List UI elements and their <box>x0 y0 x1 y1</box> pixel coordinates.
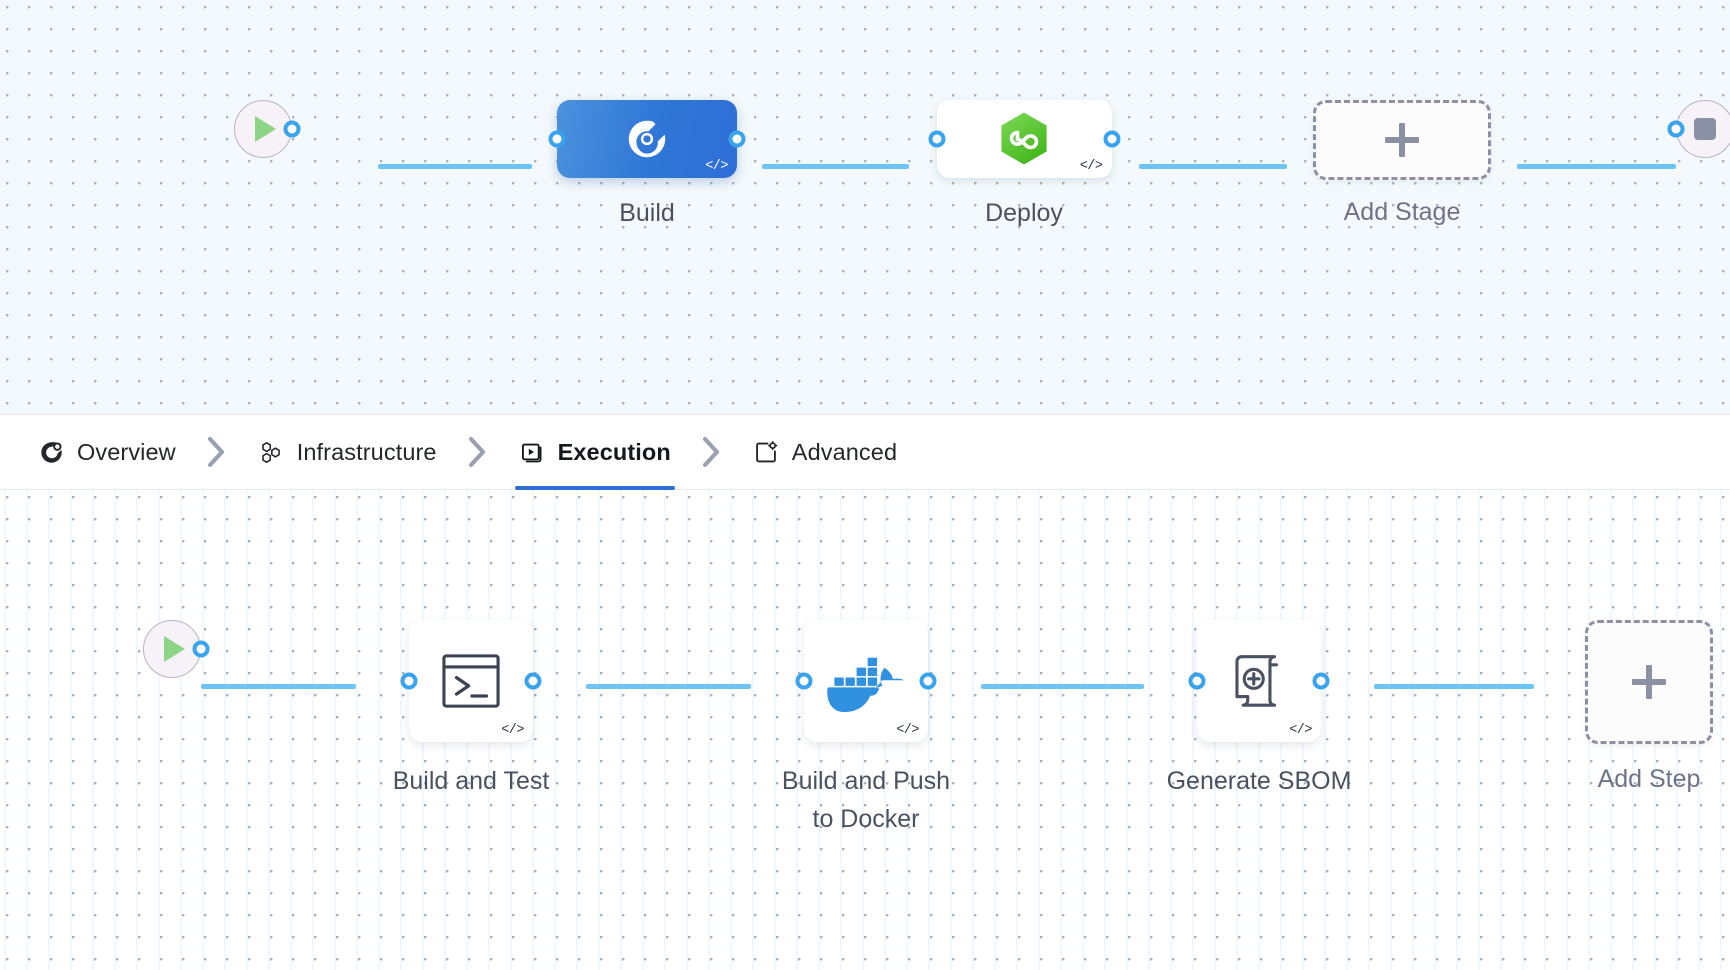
tab-separator <box>675 415 749 490</box>
docker-icon <box>826 650 906 712</box>
stages-end-node[interactable] <box>1667 100 1730 158</box>
add-stage-node-wrap: Add Stage <box>1287 100 1517 231</box>
stages-end-node-wrap <box>1667 100 1730 158</box>
tab-separator <box>180 415 254 490</box>
terminal-icon <box>440 652 502 710</box>
stage-card-build[interactable]: </> <box>557 100 737 178</box>
stages-flow-row: </> Build <box>148 100 1730 232</box>
step-node-build-and-test[interactable]: </> <box>400 620 542 742</box>
add-step-node-wrap: Add Step <box>1534 620 1730 798</box>
steps-flow-row: </> Build and Test <box>143 620 1730 838</box>
port-in[interactable] <box>400 672 418 690</box>
port-in[interactable] <box>795 672 813 690</box>
add-stage-button[interactable] <box>1313 100 1491 180</box>
stage-label-build: Build <box>619 199 675 227</box>
stop-icon <box>1694 118 1716 140</box>
connector-start-to-build <box>378 163 532 169</box>
connector-start-to-step1 <box>201 684 356 689</box>
play-icon <box>255 116 276 142</box>
code-brackets-icon[interactable]: </> <box>705 158 728 174</box>
stage-config-tabbar: Overview Infrastructure <box>0 415 1730 490</box>
steps-canvas[interactable]: </> Build and Test <box>0 490 1730 970</box>
connector-step1-to-step2 <box>586 684 751 689</box>
connector-deploy-to-add <box>1139 163 1287 169</box>
stages-start-node[interactable] <box>234 100 301 158</box>
tab-label-overview: Overview <box>77 438 176 465</box>
plus-icon <box>1385 123 1419 157</box>
code-brackets-icon[interactable]: </> <box>1079 158 1103 174</box>
start-circle <box>234 100 292 158</box>
stage-card-deploy[interactable]: </> <box>936 100 1112 178</box>
step-node-sbom[interactable]: </> <box>1188 620 1330 742</box>
harness-cd-icon <box>998 111 1050 167</box>
code-brackets-icon[interactable]: </> <box>501 722 524 738</box>
tab-advanced[interactable]: Advanced <box>749 415 901 490</box>
port-out[interactable] <box>283 120 301 138</box>
port-in[interactable] <box>1188 672 1206 690</box>
scroll-plus-icon <box>1226 648 1292 714</box>
stage-label-deploy: Deploy <box>985 199 1063 227</box>
step-card-sbom[interactable]: </> <box>1197 620 1321 742</box>
add-stage-label: Add Stage <box>1343 198 1461 226</box>
tab-overview[interactable]: Overview <box>34 415 180 490</box>
chevron-right-icon <box>468 436 486 468</box>
chevron-right-icon <box>208 436 225 468</box>
port-out[interactable] <box>192 640 210 658</box>
connector-add-to-end <box>1517 163 1676 169</box>
step-node-docker[interactable]: </> <box>795 620 937 742</box>
stages-start-node-wrap <box>148 100 378 196</box>
stage-node-deploy[interactable]: </> <box>928 100 1120 178</box>
add-stage-node[interactable] <box>1313 100 1491 180</box>
play-icon <box>164 636 185 662</box>
spacer-label <box>148 158 378 196</box>
connector-step3-to-add <box>1374 684 1534 689</box>
step-card-build-and-test[interactable]: </> <box>409 620 533 742</box>
overview-icon <box>38 439 64 465</box>
step-label-docker: Build and Push to Docker <box>781 767 951 833</box>
harness-ci-icon <box>624 116 670 162</box>
code-brackets-icon[interactable]: </> <box>896 722 919 738</box>
add-step-button[interactable] <box>1585 620 1713 744</box>
add-step-label: Add Step <box>1597 765 1701 793</box>
step-node-build-and-test-wrap: </> Build and Test <box>356 620 586 800</box>
tab-infrastructure[interactable]: Infrastructure <box>254 415 441 490</box>
connector-build-to-deploy <box>762 163 909 169</box>
stage-node-build[interactable]: </> <box>548 100 746 178</box>
advanced-icon <box>753 439 779 465</box>
port-out[interactable] <box>524 672 542 690</box>
port-out[interactable] <box>919 672 937 690</box>
tab-separator <box>441 415 515 490</box>
tab-execution[interactable]: Execution <box>514 415 676 490</box>
port-out[interactable] <box>1312 672 1330 690</box>
step-node-sbom-wrap: </> Generate SBOM <box>1144 620 1374 800</box>
code-brackets-icon[interactable]: </> <box>1289 722 1312 738</box>
steps-start-node-wrap <box>143 620 210 678</box>
infrastructure-icon <box>258 439 284 465</box>
port-in[interactable] <box>1667 120 1685 138</box>
port-out[interactable] <box>728 130 746 148</box>
port-in[interactable] <box>548 130 566 148</box>
tab-label-advanced: Advanced <box>791 438 898 465</box>
chevron-right-icon <box>703 436 720 468</box>
step-label-build-and-test: Build and Test <box>392 767 550 795</box>
stages-canvas[interactable]: </> Build <box>0 0 1730 415</box>
port-in[interactable] <box>928 130 945 148</box>
plus-icon <box>1632 665 1666 699</box>
stage-node-deploy-wrap: </> Deploy <box>909 100 1139 232</box>
add-step-node[interactable] <box>1585 620 1713 744</box>
step-node-docker-wrap: </> Build and Push to Docker <box>751 620 981 838</box>
step-card-docker[interactable]: </> <box>804 620 928 742</box>
tab-label-infrastructure: Infrastructure <box>296 438 437 465</box>
connector-step2-to-step3 <box>981 684 1144 689</box>
step-label-sbom: Generate SBOM <box>1166 767 1352 795</box>
tab-label-execution: Execution <box>557 438 671 465</box>
port-out[interactable] <box>1103 130 1120 148</box>
steps-start-node[interactable] <box>143 620 210 678</box>
stage-node-build-wrap: </> Build <box>532 100 762 232</box>
execution-icon <box>519 439 545 465</box>
